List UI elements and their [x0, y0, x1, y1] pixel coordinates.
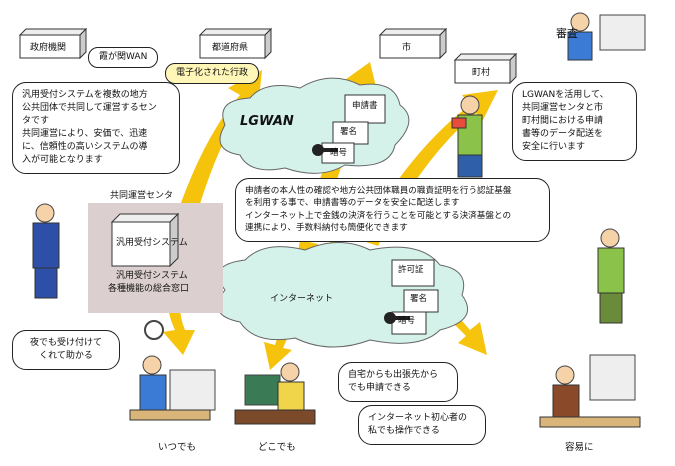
- bubble-home: 自宅からも出張先から でも申請できる: [338, 362, 458, 403]
- person-anytime: [129, 320, 216, 421]
- system-box: [110, 212, 180, 268]
- bubble-beginner: インターネット初心者の 私でも操作できる: [358, 405, 486, 446]
- person-reviewer: [567, 12, 646, 61]
- box-town: [453, 52, 518, 85]
- general-system-caption: 汎用受付システム: [116, 271, 188, 281]
- person-easily: [539, 354, 641, 428]
- lgwan-documents: [321, 94, 386, 164]
- general-system-box-label: 汎用受付システム: [116, 238, 188, 248]
- person-presenter-left: [32, 203, 60, 299]
- org-town: 町村: [472, 68, 491, 78]
- person-presenter-top: [451, 95, 483, 178]
- person-anywhere: [234, 362, 316, 425]
- electronic-admin-label: 電子化された行政: [165, 63, 260, 85]
- bubble-lgwan: LGWANを活用して、 共同運営センタと市 町村間における申請 書等のデータ配送…: [512, 82, 637, 162]
- doc-application: 申請書: [352, 101, 378, 111]
- internet-label: インターネット: [270, 294, 334, 304]
- doc-encryption-2: 暗号: [398, 316, 416, 326]
- box-city: [378, 27, 448, 60]
- doc-signature-2: 署名: [410, 294, 428, 304]
- key-icon: [312, 144, 338, 156]
- caption-anytime: いつでも: [158, 442, 197, 453]
- org-government: 政府機関: [30, 43, 67, 53]
- review-label: 審査: [556, 27, 578, 40]
- general-window-caption: 各種機能の総合窓口: [108, 284, 190, 294]
- kasumigaseki-wan-label: 霞が関WAN: [88, 47, 159, 69]
- box-government: [18, 27, 88, 60]
- person-presenter-right: [597, 228, 625, 324]
- caption-anywhere: どこでも: [258, 442, 296, 453]
- caption-easily: 容易に: [565, 442, 594, 453]
- box-prefecture: [198, 27, 273, 60]
- doc-encryption: 暗号: [330, 148, 348, 158]
- shared-center-title: 共同運営センタ: [110, 191, 174, 201]
- lgwan-logo: LGWAN: [240, 114, 294, 129]
- bubble-auth: 申請者の本人性の確認や地方公共団体職員の職責証明を行う認証基盤 を利用する事で、…: [235, 178, 550, 242]
- org-city: 市: [402, 43, 412, 53]
- doc-signature: 署名: [340, 127, 358, 137]
- doc-permit: 許可証: [398, 265, 424, 275]
- org-prefecture: 都道府県: [212, 43, 249, 53]
- key-icon-2: [384, 312, 410, 324]
- bubble-shared-operation: 汎用受付システムを複数の地方 公共団体で共同して運営するセン タです 共同運営に…: [12, 82, 180, 175]
- org-boxes: [18, 27, 518, 85]
- bubble-night: 夜でも受け付けて くれて助かる: [12, 330, 120, 371]
